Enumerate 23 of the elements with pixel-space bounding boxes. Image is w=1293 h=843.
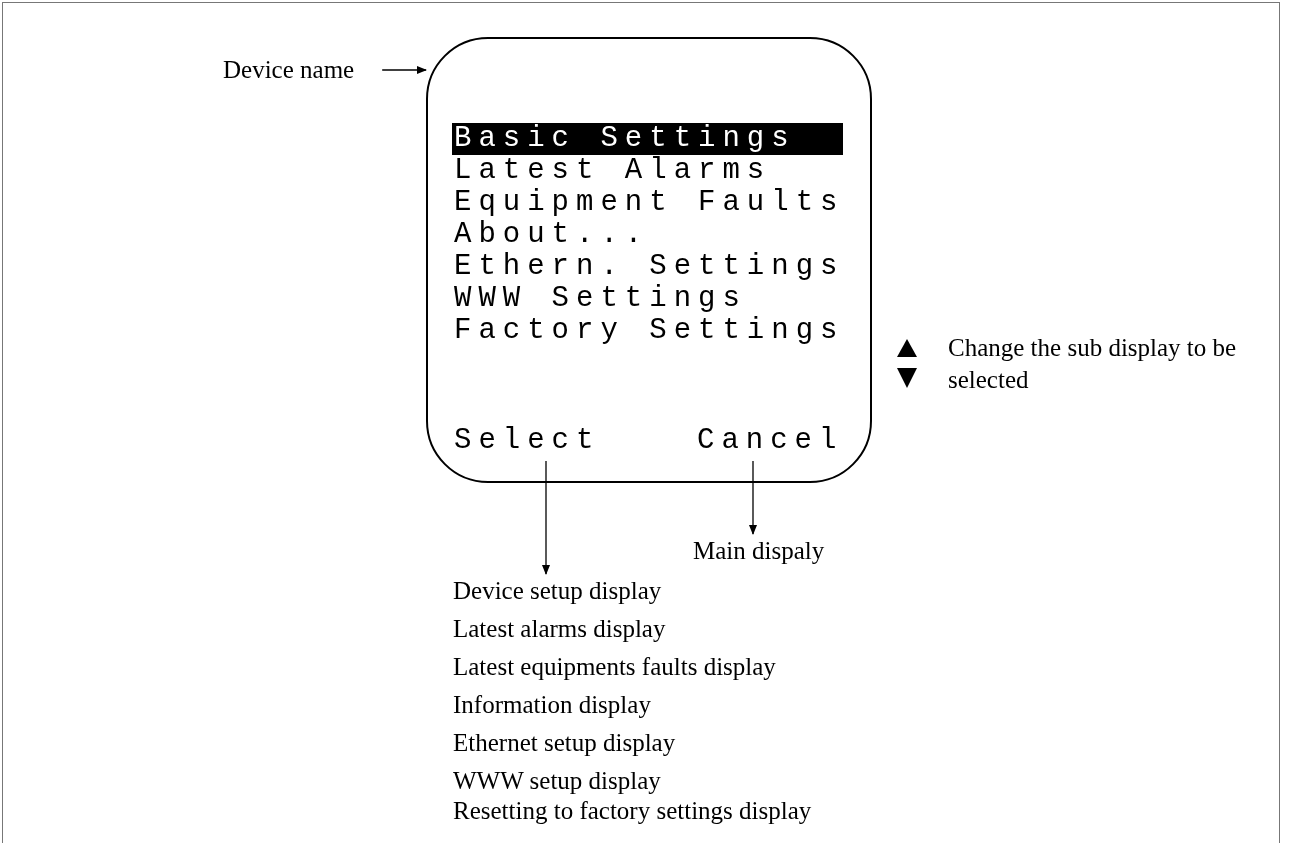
softkey-label: Select bbox=[454, 425, 601, 457]
arrow bbox=[749, 460, 757, 535]
display-name: Latest equipments faults display bbox=[453, 652, 777, 682]
menu-item: About... bbox=[454, 219, 651, 251]
display-name: WWW setup display bbox=[453, 766, 662, 796]
display-name: Resetting to factory settings display bbox=[453, 796, 812, 826]
display-name: Information display bbox=[453, 690, 652, 720]
softkey-label: Cancel bbox=[697, 425, 844, 457]
display-screen bbox=[426, 37, 872, 483]
menu-item: Equipment Faults bbox=[454, 187, 845, 219]
selected-menu-item: Basic Settings bbox=[452, 123, 843, 155]
note-text: Change the sub display to be selected bbox=[948, 333, 1238, 395]
arrow bbox=[542, 460, 550, 575]
display-name: Device setup display bbox=[453, 576, 663, 606]
menu-item: Factory Settings bbox=[454, 315, 845, 347]
menu-item: Ethern. Settings bbox=[454, 251, 845, 283]
display-name: Ethernet setup display bbox=[453, 728, 677, 758]
display-name: Latest alarms display bbox=[453, 614, 667, 644]
callout-text: Main dispaly bbox=[693, 536, 825, 566]
menu-item: Latest Alarms bbox=[454, 155, 773, 187]
callout-text: Device name bbox=[223, 55, 355, 85]
arrow bbox=[381, 66, 427, 74]
menu-item: WWW Settings bbox=[454, 283, 748, 315]
